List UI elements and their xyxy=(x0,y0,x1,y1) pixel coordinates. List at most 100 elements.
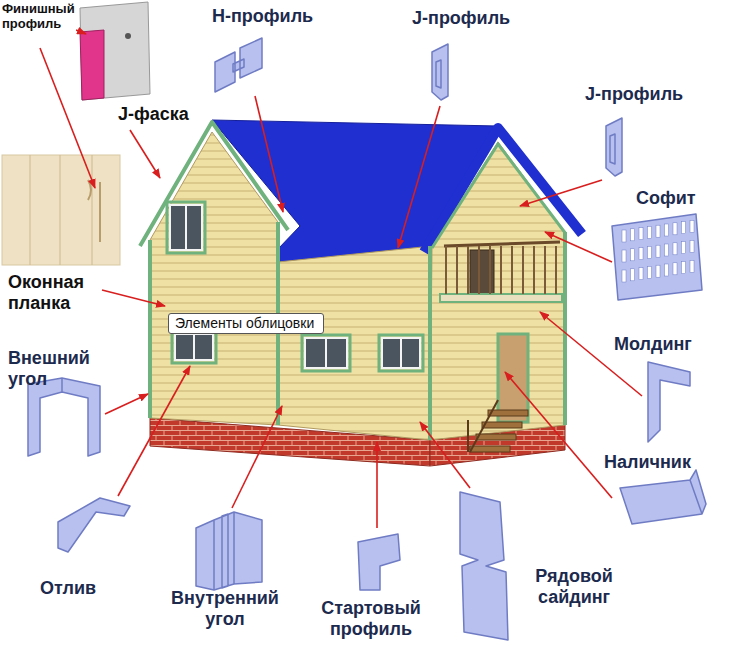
soffit-hole xyxy=(656,265,660,277)
soffit-hole xyxy=(673,243,677,255)
soffit-hole xyxy=(631,249,635,261)
balcony-baluster xyxy=(445,246,447,294)
leader-arrow xyxy=(232,406,282,508)
soffit-hole xyxy=(665,224,669,236)
siding-panel-icon xyxy=(460,492,508,640)
step xyxy=(470,446,510,452)
window-frame xyxy=(325,338,327,368)
balcony-baluster xyxy=(544,246,546,294)
window-frame xyxy=(400,338,402,368)
step xyxy=(482,422,522,428)
part-label: Отлив xyxy=(40,578,130,599)
corner-trim xyxy=(148,240,152,418)
part-label: J-профиль xyxy=(412,8,532,29)
box-text: Элементы облицовки xyxy=(175,315,317,331)
balcony-baluster xyxy=(456,246,458,294)
part-label: Наличник xyxy=(604,452,734,473)
balcony-baluster xyxy=(522,246,524,294)
balcony-baluster xyxy=(555,246,557,294)
h-profile-icon xyxy=(215,38,262,92)
window xyxy=(170,205,202,250)
part-label: Внешний угол xyxy=(8,348,108,389)
leader-arrow xyxy=(118,366,190,496)
soffit-icon xyxy=(612,214,702,300)
soffit-hole xyxy=(648,246,652,258)
balcony-floor xyxy=(440,294,562,302)
corner-trim xyxy=(563,232,567,425)
window-trim xyxy=(379,335,423,371)
leader-arrow xyxy=(398,106,440,248)
j-profile-icon xyxy=(432,44,448,100)
soffit-hole xyxy=(622,250,626,262)
soffit-hole xyxy=(648,266,652,278)
window-frame xyxy=(193,334,195,360)
roof-edge xyxy=(424,128,582,252)
siding-wall xyxy=(278,246,432,440)
window-trim xyxy=(302,335,350,371)
soffit-hole xyxy=(656,225,660,237)
caption-box: Элементы облицовки xyxy=(168,313,324,334)
part-label: Молдинг xyxy=(614,334,734,355)
step-post xyxy=(467,420,469,452)
window-frame xyxy=(185,205,187,250)
leader-arrow xyxy=(76,30,86,34)
soffit-hole xyxy=(690,260,694,272)
balcony-baluster xyxy=(489,246,491,294)
leader-arrow xyxy=(40,48,95,188)
balcony-baluster xyxy=(511,246,513,294)
leader-arrow xyxy=(376,442,378,528)
part-label: Рядовой сайдинг xyxy=(519,566,629,607)
soffit-hole xyxy=(673,263,677,275)
porch-steps xyxy=(468,400,528,452)
leader-arrow xyxy=(102,290,165,306)
drip-icon xyxy=(58,498,130,552)
leader-arrow xyxy=(105,394,148,414)
soffit-hole xyxy=(673,223,677,235)
window-trim xyxy=(167,202,205,253)
soffit-hole xyxy=(648,226,652,238)
step xyxy=(488,410,528,416)
soffit-hole xyxy=(639,228,643,240)
starter-profile-icon xyxy=(358,534,400,590)
soffit-hole xyxy=(682,262,686,274)
balcony-rail xyxy=(444,242,560,246)
part-label: Финишный профиль xyxy=(2,2,76,32)
soffit-hole xyxy=(665,264,669,276)
soffit-hole xyxy=(639,248,643,260)
house xyxy=(140,120,582,466)
leader-arrow xyxy=(255,96,283,212)
part-label: J-фаска xyxy=(118,104,228,125)
leader-arrow xyxy=(505,372,612,498)
step-rail xyxy=(470,400,498,452)
plank-line xyxy=(30,155,31,265)
plank-line xyxy=(92,155,93,265)
part-label: Софит xyxy=(636,188,736,209)
part-label: Стартовый профиль xyxy=(309,598,434,639)
window xyxy=(382,338,420,368)
inner-corner-icon xyxy=(196,512,262,590)
soffit-hole xyxy=(690,240,694,252)
window-trim xyxy=(172,331,216,363)
door xyxy=(498,334,528,422)
soffit-hole xyxy=(656,245,660,257)
casing-icon xyxy=(620,470,706,524)
balcony-baluster xyxy=(478,246,480,294)
window xyxy=(305,338,347,368)
balcony-baluster xyxy=(500,246,502,294)
plank-detail xyxy=(88,180,100,242)
finish-profile-strip xyxy=(80,30,104,100)
part-label: J-профиль xyxy=(585,84,725,105)
soffit-hole xyxy=(682,222,686,234)
leader-arrow xyxy=(520,180,602,206)
part-label: H-профиль xyxy=(212,6,332,27)
soffit-hole xyxy=(631,269,635,281)
step xyxy=(476,434,516,440)
balcony-baluster xyxy=(467,246,469,294)
finish-profile-photo xyxy=(80,2,150,100)
soffit-hole xyxy=(622,230,626,242)
siding-wall xyxy=(150,132,278,425)
molding-icon xyxy=(648,362,690,442)
soffit-hole xyxy=(631,229,635,241)
